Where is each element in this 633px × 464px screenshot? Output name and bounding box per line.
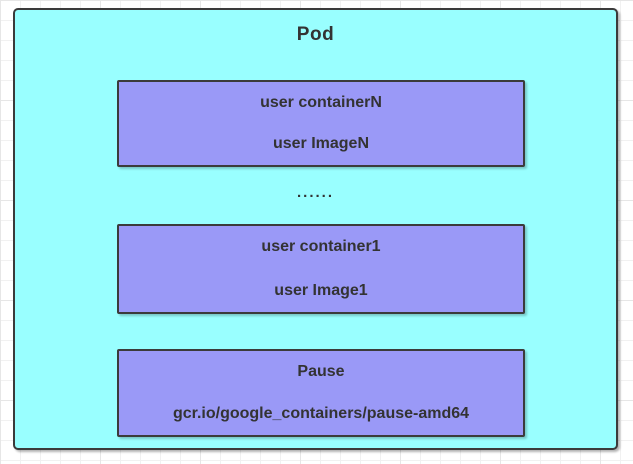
container-name: user container1 xyxy=(261,238,381,255)
container-name: Pause xyxy=(297,363,345,380)
containers-ellipsis: ...... xyxy=(296,184,334,201)
container-image: user ImageN xyxy=(272,135,370,152)
container-box-pause: Pause gcr.io/google_containers/pause-amd… xyxy=(117,349,525,437)
container-name: user containerN xyxy=(260,94,382,111)
container-image: gcr.io/google_containers/pause-amd64 xyxy=(172,405,470,422)
container-image: user Image1 xyxy=(274,282,368,299)
container-box-user1: user container1 user Image1 xyxy=(117,224,525,314)
pod-box: Pod user containerN user ImageN ...... u… xyxy=(13,8,618,450)
container-box-userN: user containerN user ImageN xyxy=(117,80,525,167)
pod-title: Pod xyxy=(296,24,335,45)
